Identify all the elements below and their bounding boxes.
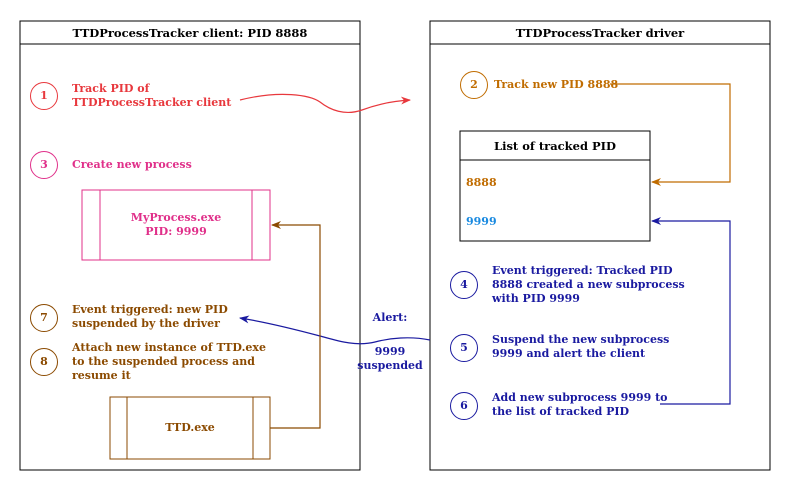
step-6-line-1: Add new subprocess 9999 to bbox=[492, 391, 668, 404]
step-5-line-1: Suspend the new subprocess bbox=[492, 333, 670, 346]
ttd-box bbox=[109, 396, 271, 460]
step-7-circle: 7 bbox=[30, 304, 58, 332]
step-3-circle: 3 bbox=[30, 151, 58, 179]
driver-lane-title: TTDProcessTracker driver bbox=[515, 26, 685, 40]
alert-pid: 9999 bbox=[374, 345, 406, 358]
arrow-track-pid bbox=[239, 93, 411, 114]
myprocess-pid: PID: 9999 bbox=[145, 225, 207, 238]
pid-entry-9999: 9999 bbox=[466, 215, 497, 228]
myprocess-box bbox=[81, 189, 271, 261]
step-1-label: Track PID of TTDProcessTracker client bbox=[72, 82, 231, 110]
ttd-label: TTD.exe bbox=[165, 421, 215, 434]
step-6-line-2: the list of tracked PID bbox=[492, 405, 630, 418]
alert-title: Alert: bbox=[372, 311, 408, 324]
step-2-label: Track new PID 8888 bbox=[494, 78, 619, 91]
step-1-line-2: TTDProcessTracker client bbox=[72, 96, 232, 109]
arrow-add-9999 bbox=[651, 217, 731, 405]
myprocess-label: MyProcess.exe PID: 9999 bbox=[82, 211, 270, 239]
step-7-line-2: suspended by the driver bbox=[72, 317, 220, 330]
step-1-circle: 1 bbox=[30, 82, 58, 110]
step-8-circle: 8 bbox=[30, 348, 58, 376]
step-6-circle: 6 bbox=[450, 392, 478, 420]
myprocess-name: MyProcess.exe bbox=[130, 211, 222, 224]
step-4-label: Event triggered: Tracked PID 8888 create… bbox=[492, 264, 685, 306]
step-7-line-1: Event triggered: new PID bbox=[72, 303, 228, 316]
client-lane-title: TTDProcessTracker client: PID 8888 bbox=[72, 26, 308, 40]
step-4-line-3: with PID 9999 bbox=[492, 292, 580, 305]
step-1-line-1: Track PID of bbox=[72, 82, 150, 95]
driver-lane bbox=[429, 20, 771, 471]
step-4-line-2: 8888 created a new subprocess bbox=[492, 278, 685, 291]
step-8-label: Attach new instance of TTD.exe to the su… bbox=[72, 341, 266, 383]
step-5-label: Suspend the new subprocess 9999 and aler… bbox=[492, 333, 669, 361]
pid-entry-8888: 8888 bbox=[466, 176, 497, 189]
step-3-label: Create new process bbox=[72, 158, 192, 171]
pid-list-title: List of tracked PID bbox=[493, 139, 617, 153]
alert-status: suspended bbox=[357, 359, 423, 372]
client-lane bbox=[19, 20, 361, 471]
step-7-label: Event triggered: new PID suspended by th… bbox=[72, 303, 228, 331]
arrow-attach bbox=[270, 221, 321, 429]
alert-body: 9999 suspended bbox=[350, 345, 430, 373]
step-8-line-2: to the suspended process and bbox=[72, 355, 255, 368]
step-8-line-3: resume it bbox=[72, 369, 131, 382]
step-4-line-1: Event triggered: Tracked PID bbox=[492, 264, 673, 277]
arrow-alert bbox=[239, 315, 431, 345]
step-5-line-2: 9999 and alert the client bbox=[492, 347, 646, 360]
step-4-circle: 4 bbox=[450, 271, 478, 299]
step-8-line-1: Attach new instance of TTD.exe bbox=[72, 341, 266, 354]
step-5-circle: 5 bbox=[450, 334, 478, 362]
pid-list-box bbox=[459, 130, 651, 242]
step-6-label: Add new subprocess 9999 to the list of t… bbox=[492, 391, 668, 419]
step-2-circle: 2 bbox=[460, 71, 488, 99]
arrow-add-8888 bbox=[610, 83, 731, 186]
